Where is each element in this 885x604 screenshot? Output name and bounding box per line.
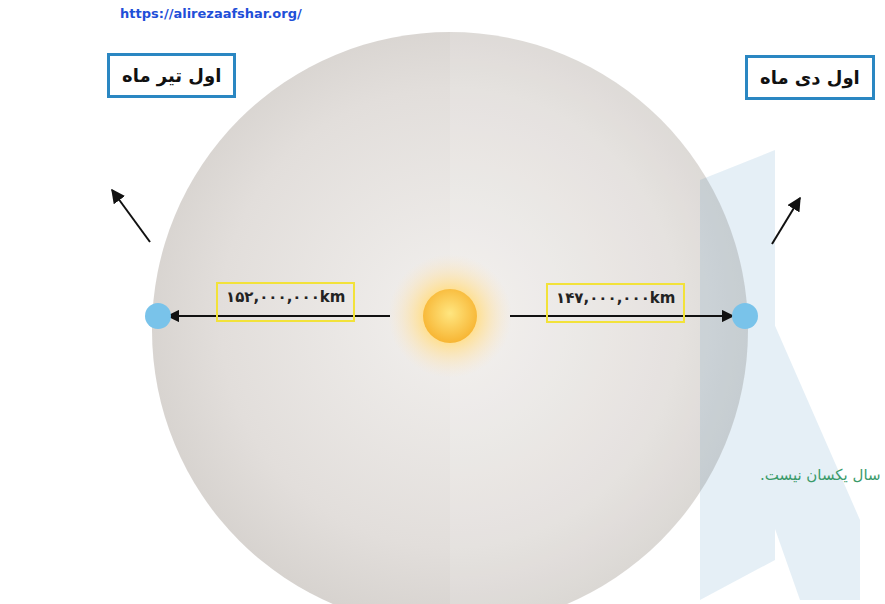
watermark-shape: [700, 150, 860, 600]
earth-dot: [732, 303, 758, 329]
box-text: اول تیر ماه: [122, 65, 221, 86]
source-url: https://alirezaafshar.org/: [120, 6, 302, 21]
caption-note: سال یکسان نیست.: [760, 466, 881, 484]
box-text: ۱۵۲,۰۰۰,۰۰۰km: [226, 288, 345, 306]
distance-arrow: [168, 315, 390, 317]
leader-arrow: [112, 190, 150, 242]
box-text: اول دی ماه: [760, 67, 860, 88]
sun-glow: [388, 254, 512, 378]
sun: [423, 289, 477, 343]
date-box: اول تیر ماه: [107, 53, 236, 98]
distance-arrow: [510, 315, 733, 317]
date-box: اول دی ماه: [745, 55, 875, 100]
distance-box: ۱۴۷,۰۰۰,۰۰۰km: [546, 283, 685, 323]
leader-arrow: [772, 198, 800, 244]
distance-box: ۱۵۲,۰۰۰,۰۰۰km: [216, 282, 355, 322]
box-text: ۱۴۷,۰۰۰,۰۰۰km: [556, 289, 675, 307]
earth-dot: [145, 303, 171, 329]
